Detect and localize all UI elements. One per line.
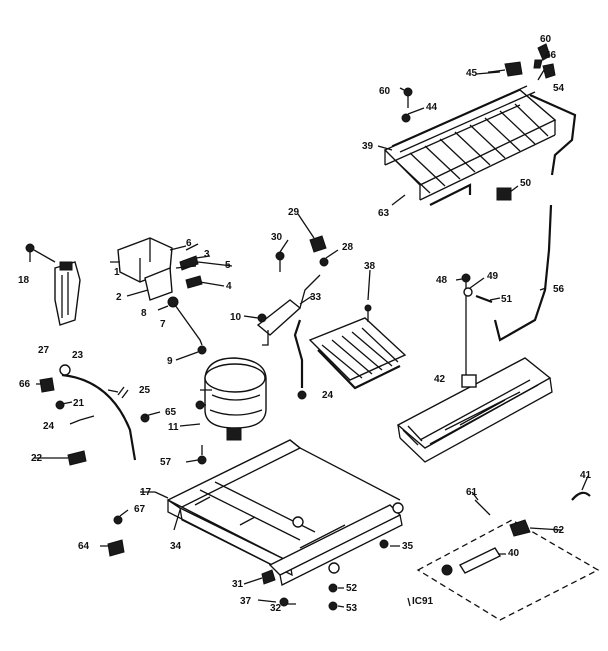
label-28: 28	[342, 242, 354, 253]
label-65: 65	[165, 407, 177, 418]
label-11: 11	[168, 422, 179, 433]
label-54: 54	[553, 83, 565, 94]
label-2: 2	[116, 292, 122, 303]
label-63: 63	[378, 208, 390, 219]
label-41: 41	[580, 470, 592, 481]
label-52: 52	[346, 583, 358, 594]
label-64: 64	[78, 541, 90, 552]
drain-pan	[396, 357, 553, 463]
part-64	[107, 539, 125, 557]
label-1: 1	[114, 267, 120, 278]
label-45: 45	[466, 68, 478, 79]
label-30: 30	[271, 232, 283, 243]
label-6: 6	[186, 238, 192, 249]
label-34: 34	[170, 541, 182, 552]
label-37: 37	[240, 596, 252, 607]
label-35: 35	[402, 541, 414, 552]
leader-lines	[29, 69, 589, 608]
part-51	[475, 294, 493, 304]
evaporator-coil	[383, 85, 557, 206]
code-mark	[407, 597, 411, 607]
label-51: 51	[501, 294, 513, 305]
callout-labels: 60 46 45 54 60 44 39 50 63 18 6 3 5 1 2 …	[18, 34, 592, 614]
label-50: 50	[520, 178, 532, 189]
label-3: 3	[204, 249, 210, 260]
part-50	[496, 187, 512, 201]
label-27: 27	[38, 345, 50, 356]
part-48	[461, 273, 471, 283]
label-17: 17	[140, 487, 152, 498]
label-67: 67	[134, 504, 146, 515]
part-9	[197, 345, 207, 355]
label-32: 32	[270, 603, 282, 614]
bracket-27	[25, 243, 81, 326]
label-4: 4	[226, 281, 232, 292]
label-53: 53	[346, 603, 358, 614]
compressor	[195, 357, 267, 441]
label-61: 61	[466, 487, 478, 498]
label-24b: 24	[43, 421, 55, 432]
label-57: 57	[160, 457, 172, 468]
base-frame	[166, 439, 404, 586]
top-hardware	[401, 43, 556, 123]
label-38: 38	[364, 261, 376, 272]
label-9: 9	[167, 356, 173, 367]
label-31: 31	[232, 579, 244, 590]
diagram-code: IC91	[412, 596, 434, 607]
label-23: 23	[72, 350, 84, 361]
label-66: 66	[19, 379, 31, 390]
label-48: 48	[436, 275, 448, 286]
label-62: 62	[553, 525, 565, 536]
kit-61	[416, 499, 600, 621]
label-25: 25	[139, 385, 151, 396]
label-18: 18	[18, 275, 30, 286]
label-46: 46	[545, 50, 557, 61]
relay-lead	[174, 304, 203, 346]
part-17	[154, 491, 169, 499]
label-60b: 60	[379, 86, 391, 97]
label-24a: 24	[322, 390, 334, 401]
label-39: 39	[362, 141, 374, 152]
part-41	[571, 491, 591, 501]
label-29: 29	[288, 207, 300, 218]
drain-tube	[493, 204, 553, 342]
part-67	[113, 515, 123, 525]
label-33: 33	[310, 292, 322, 303]
part-49	[463, 287, 473, 297]
label-44: 44	[426, 102, 438, 113]
label-22: 22	[31, 453, 43, 464]
left-wiring	[39, 364, 207, 466]
condenser-coil	[308, 304, 407, 390]
label-21: 21	[73, 398, 85, 409]
coil-tube	[529, 93, 577, 176]
bracket-33	[256, 235, 329, 400]
label-8: 8	[141, 308, 147, 319]
label-5: 5	[225, 260, 231, 271]
relay-group	[117, 237, 203, 308]
label-49: 49	[487, 271, 499, 282]
label-60a: 60	[540, 34, 552, 45]
label-42: 42	[434, 374, 446, 385]
label-10: 10	[230, 312, 242, 323]
label-40: 40	[508, 548, 520, 559]
bottom-hardware	[261, 539, 389, 611]
label-56: 56	[553, 284, 565, 295]
label-7: 7	[160, 319, 166, 330]
